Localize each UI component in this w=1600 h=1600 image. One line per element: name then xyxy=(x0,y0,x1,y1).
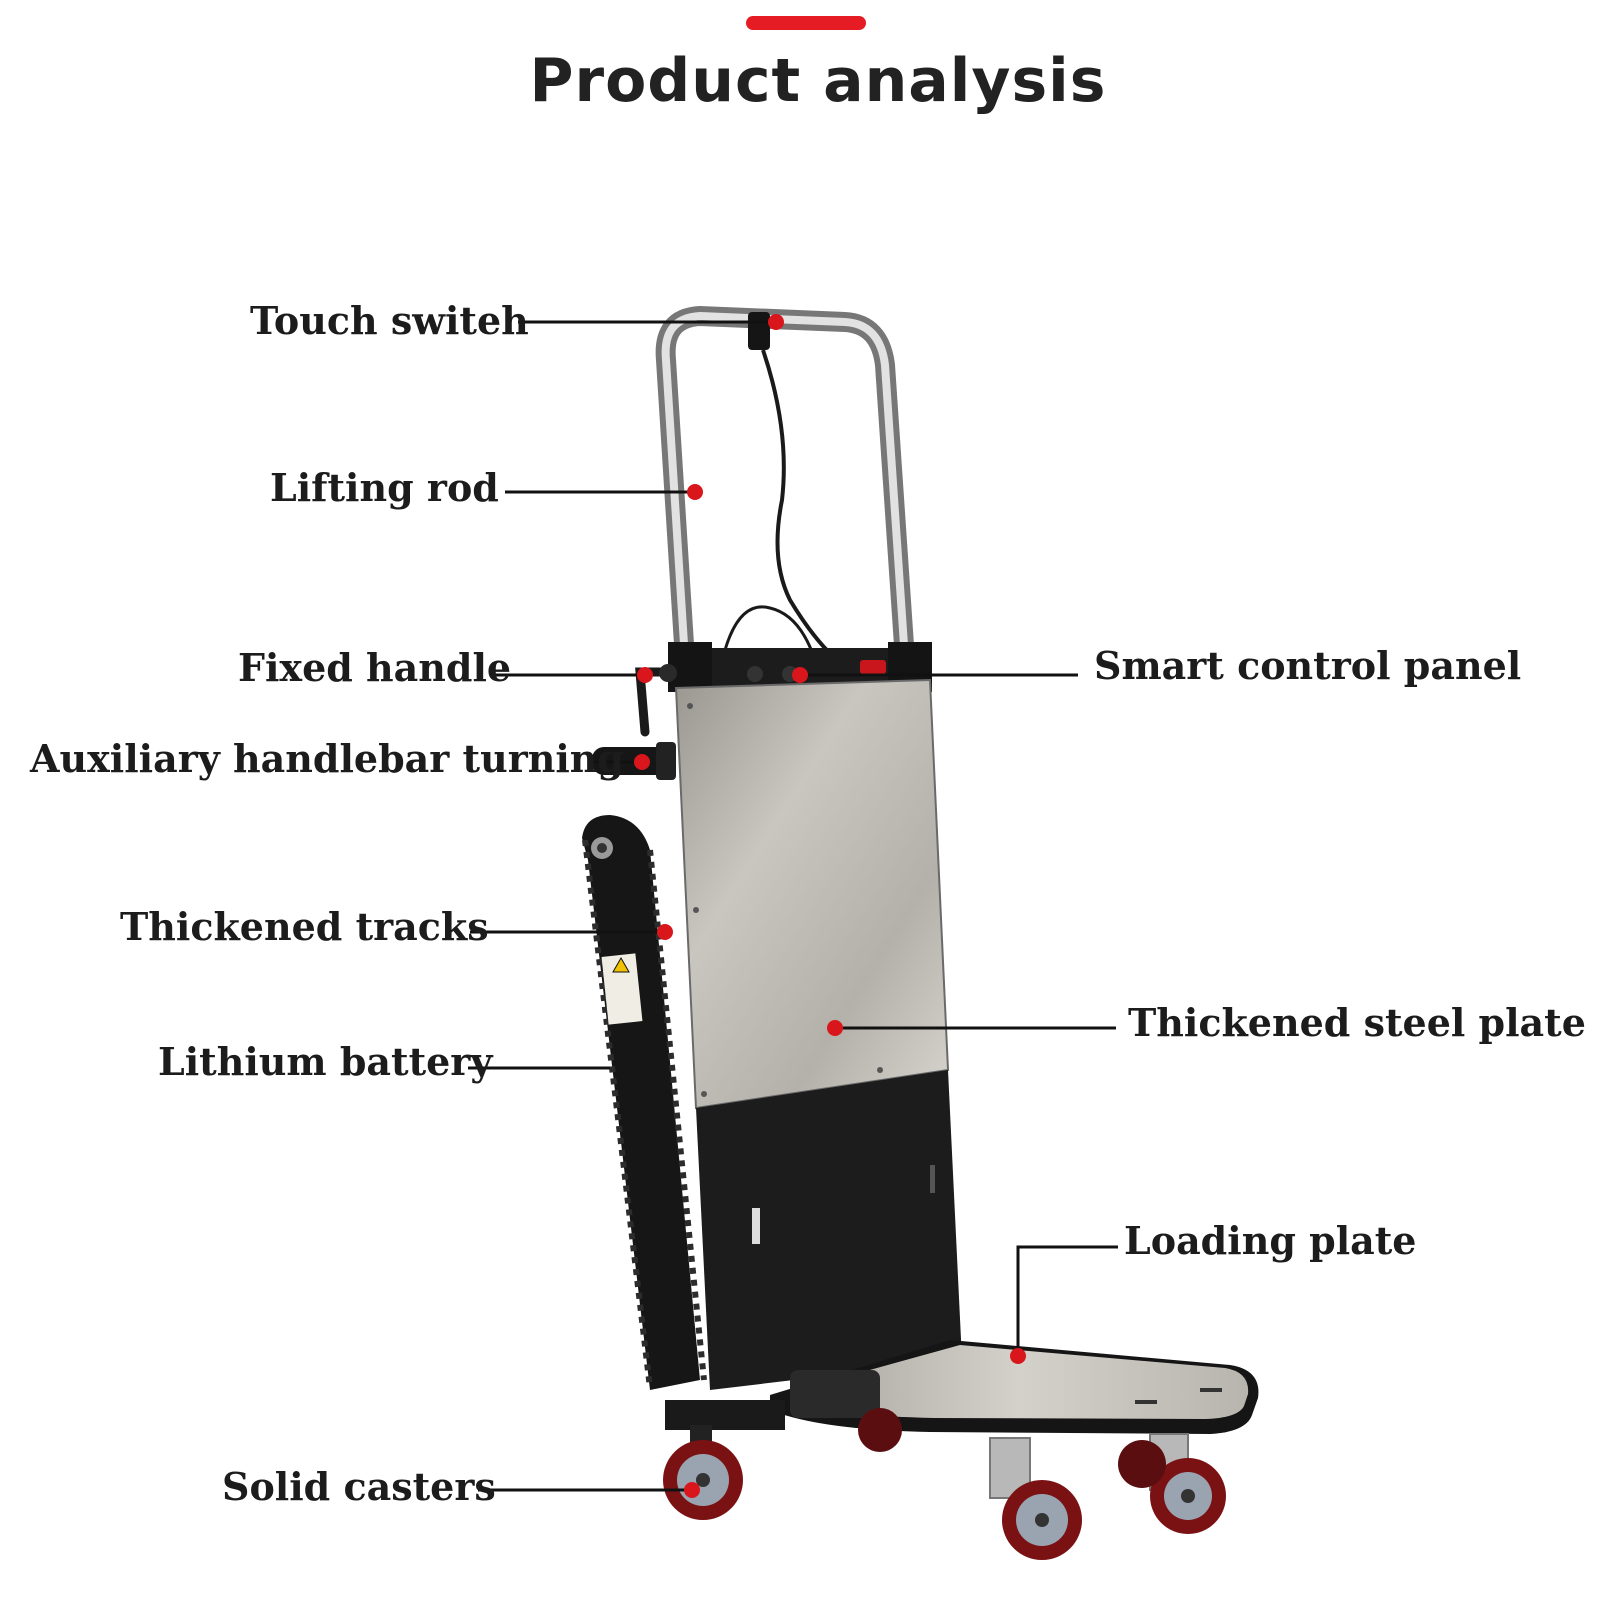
leader-loading-plate xyxy=(1016,1245,1118,1356)
leader-lines xyxy=(468,320,1118,1492)
caster-front-mid xyxy=(989,1437,1082,1560)
callout-lifting-rod: Lifting rod xyxy=(270,465,499,510)
marker-fixed-handle xyxy=(637,667,653,683)
callout-thickened-steel-plate: Thickened steel plate xyxy=(1128,1000,1586,1045)
marker-solid-casters xyxy=(684,1482,700,1498)
marker-auxiliary-handlebar xyxy=(634,754,650,770)
marker-smart-control-panel xyxy=(792,667,808,683)
page-title: Product analysis xyxy=(529,46,1107,116)
marker-touch-switch xyxy=(768,314,784,330)
callout-auxiliary-handlebar: Auxiliary handlebar turning xyxy=(30,736,624,781)
chassis xyxy=(665,1370,880,1430)
callout-smart-control-panel: Smart control panel xyxy=(1094,643,1522,688)
caster-rear-left xyxy=(858,1408,902,1452)
thickened-steel-plate xyxy=(674,678,950,1110)
callout-fixed-handle: Fixed handle xyxy=(238,645,512,690)
loading-plate xyxy=(770,1340,1259,1434)
caster-front-left xyxy=(663,1425,743,1520)
marker-loading-plate xyxy=(1010,1348,1026,1364)
marker-lifting-rod xyxy=(687,484,703,500)
callout-touch-switch: Touch switeh xyxy=(250,298,529,343)
marker-thickened-steel-plate xyxy=(827,1020,843,1036)
callout-loading-plate: Loading plate xyxy=(1124,1218,1417,1263)
caster-front-right xyxy=(1118,1433,1226,1534)
thickened-tracks xyxy=(582,815,707,1390)
lithium-battery-housing xyxy=(696,1070,962,1390)
title-accent-bar xyxy=(746,16,866,30)
solid-casters xyxy=(663,1408,1226,1560)
callout-lithium-battery: Lithium battery xyxy=(158,1039,493,1084)
marker-thickened-tracks xyxy=(657,924,673,940)
callout-thickened-tracks: Thickened tracks xyxy=(120,904,489,949)
callout-solid-casters: Solid casters xyxy=(222,1464,496,1509)
markers xyxy=(634,314,1026,1498)
touch-switch xyxy=(723,312,852,672)
